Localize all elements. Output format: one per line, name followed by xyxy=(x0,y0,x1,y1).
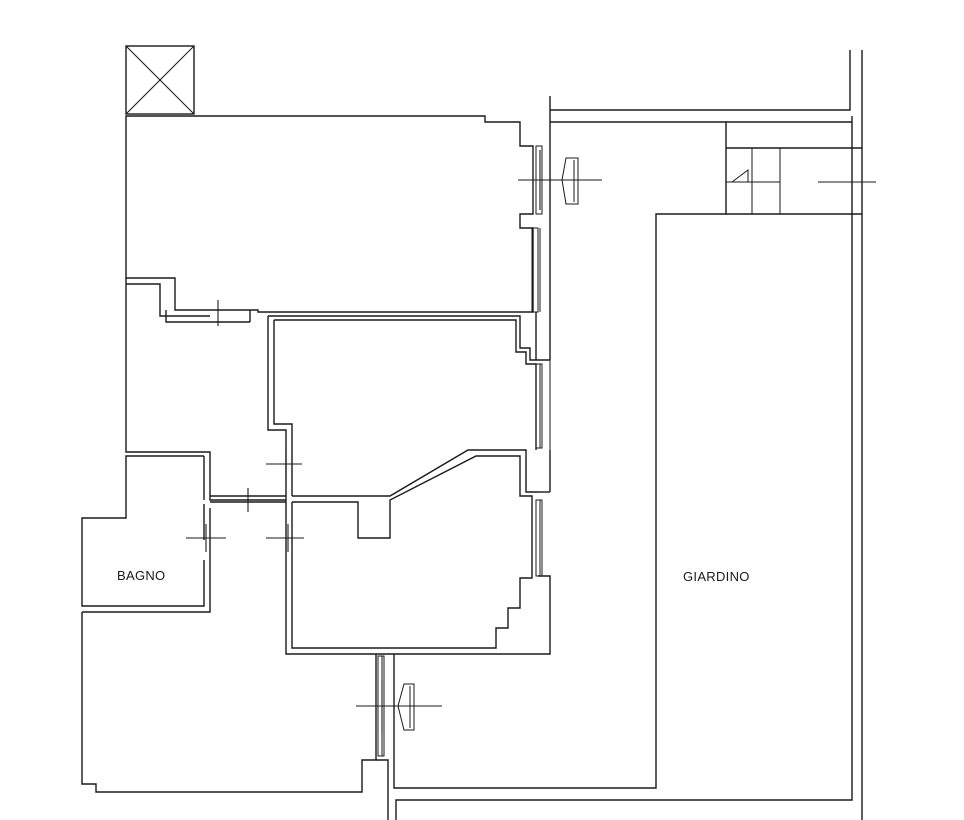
room-label-bagno: BAGNO xyxy=(117,568,165,583)
lower-room xyxy=(285,449,551,655)
shaft-box xyxy=(125,45,195,115)
window-middle xyxy=(535,363,543,449)
door-marker-middle xyxy=(266,450,302,478)
door-marker-lower xyxy=(266,524,304,552)
lower-left-room xyxy=(81,612,389,820)
room-label-giardino: GIARDINO xyxy=(683,569,750,584)
middle-room xyxy=(267,312,551,500)
exterior-walls xyxy=(393,50,863,820)
door-marker-upper xyxy=(518,150,602,210)
door-marker-bagno xyxy=(186,524,226,552)
upper-room xyxy=(125,115,551,313)
window-lower xyxy=(535,499,543,577)
bagno-room xyxy=(81,455,211,613)
door-marker-bottom xyxy=(356,680,442,732)
